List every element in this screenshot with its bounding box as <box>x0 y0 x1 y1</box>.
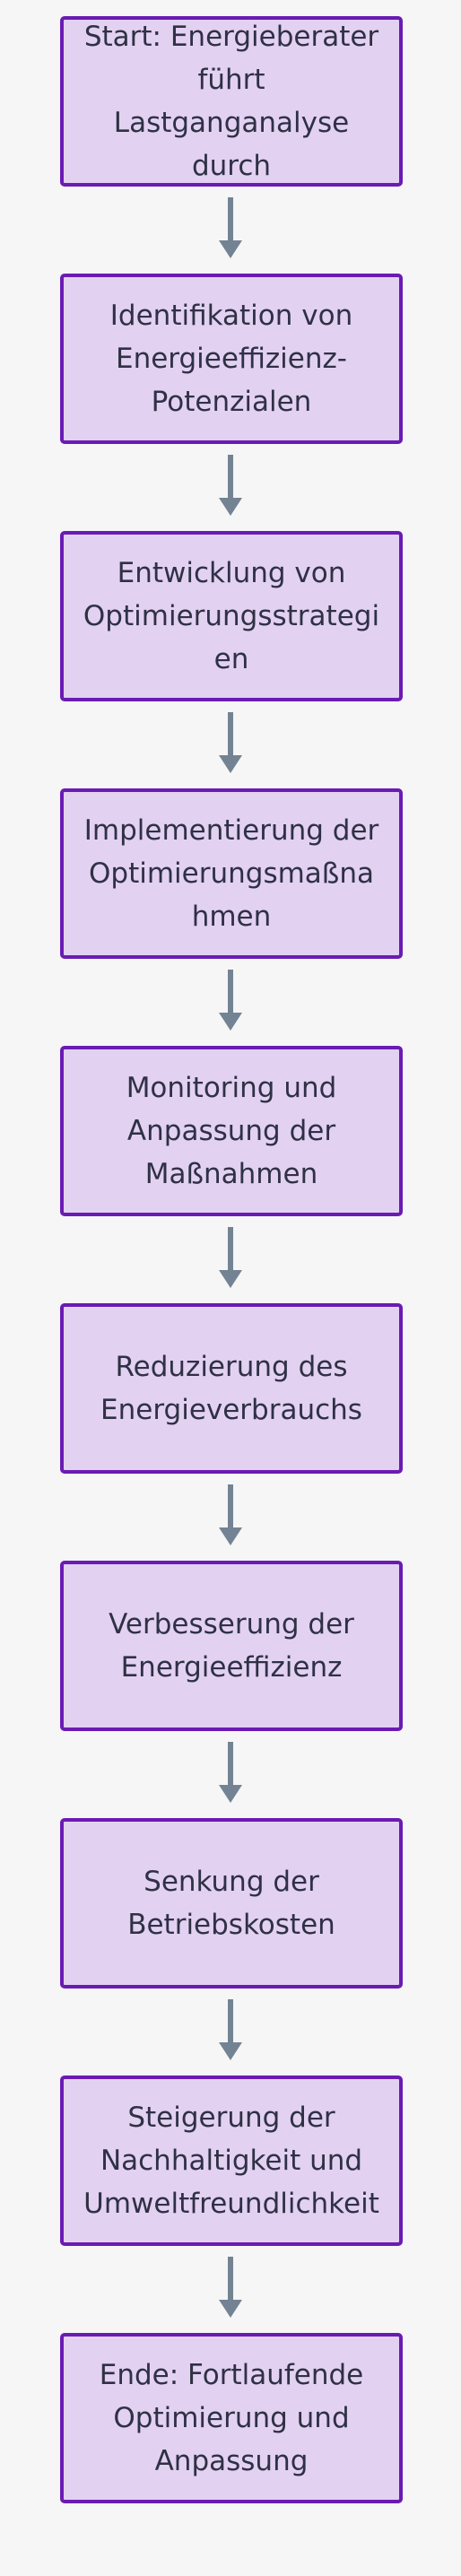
flow-node-label: Start: Energieberater führt Lastganganal… <box>83 21 379 182</box>
arrow-down-icon <box>219 1999 242 2060</box>
arrow-down-icon <box>219 197 242 258</box>
flow-node-3: Entwicklung von Optimierungsstrategien <box>60 531 403 701</box>
flow-node-5: Monitoring und Anpassung der Maßnahmen <box>60 1046 403 1216</box>
flow-arrow <box>217 1483 244 1547</box>
flow-node-label: Senkung der Betriebskosten <box>127 1866 335 1941</box>
flow-node-6: Reduzierung des Energieverbrauchs <box>60 1303 403 1474</box>
flow-arrow <box>217 453 244 518</box>
arrow-down-icon <box>219 1484 242 1545</box>
flow-node-8: Senkung der Betriebskosten <box>60 1818 403 1989</box>
flow-arrow <box>217 710 244 775</box>
flow-arrow <box>217 968 244 1032</box>
flow-node-label: Entwicklung von Optimierungsstrategien <box>83 557 380 675</box>
arrow-down-icon <box>219 2257 242 2318</box>
flow-node-label: Reduzierung des Energieverbrauchs <box>100 1351 362 1426</box>
flow-node-label: Ende: Fortlaufende Optimierung und Anpas… <box>99 2359 364 2477</box>
flow-node-label: Verbesserung der Energieeffizienz <box>109 1608 354 1684</box>
flow-node-9: Steigerung der Nachhaltigkeit und Umwelt… <box>60 2076 403 2246</box>
flow-arrow <box>217 196 244 260</box>
arrow-down-icon <box>219 455 242 516</box>
flow-node-7: Verbesserung der Energieeffizienz <box>60 1561 403 1731</box>
flow-node-4: Implementierung der Optimierungsmaßnahme… <box>60 788 403 959</box>
arrow-down-icon <box>219 1227 242 1288</box>
flow-node-1: Start: Energieberater führt Lastganganal… <box>60 16 403 187</box>
arrow-down-icon <box>219 712 242 773</box>
arrow-down-icon <box>219 1742 242 1803</box>
flow-node-10: Ende: Fortlaufende Optimierung und Anpas… <box>60 2333 403 2503</box>
flow-arrow <box>217 1225 244 1290</box>
flow-node-label: Implementierung der Optimierungsmaßnahme… <box>83 814 379 933</box>
flow-node-label: Steigerung der Nachhaltigkeit und Umwelt… <box>83 2102 379 2220</box>
flow-arrow <box>217 1997 244 2062</box>
arrow-down-icon <box>219 970 242 1031</box>
flow-arrow <box>217 1740 244 1805</box>
flow-node-label: Monitoring und Anpassung der Maßnahmen <box>126 1072 337 1190</box>
flow-node-2: Identifikation von Energieeffizienz-Pote… <box>60 274 403 444</box>
flow-arrow <box>217 2255 244 2319</box>
flow-node-label: Identifikation von Energieeffizienz-Pote… <box>109 300 353 418</box>
